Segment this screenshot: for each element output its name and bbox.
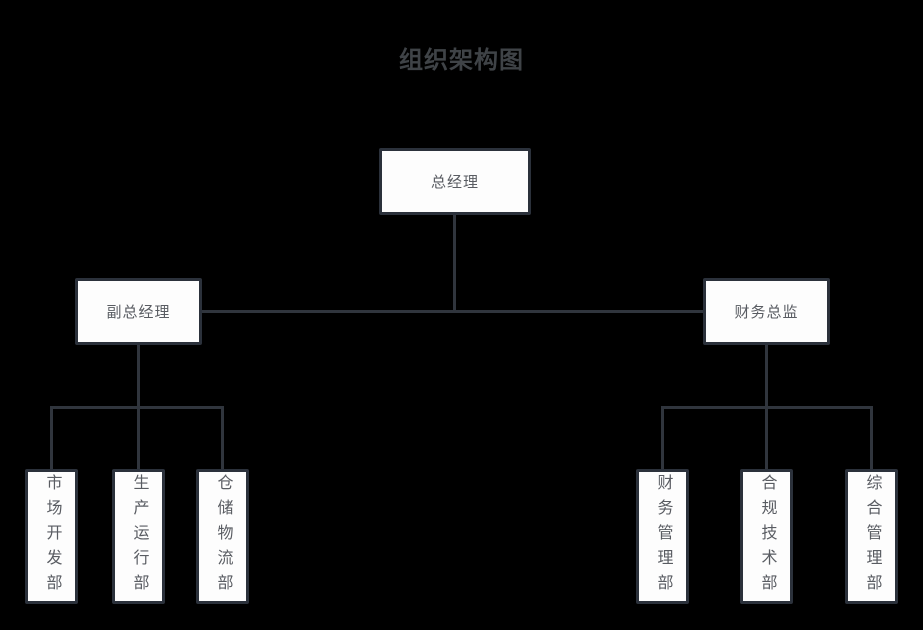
connector-left-dept1-vertical <box>50 406 53 469</box>
node-general-manager[interactable]: 总经理 <box>379 148 531 215</box>
node-dept-compliance-technology[interactable]: 合规技术部 <box>740 469 793 604</box>
node-dept-market-development-label: 市场开发部 <box>43 474 61 599</box>
connector-right-departments-horizontal <box>661 406 873 409</box>
node-dept-financial-management[interactable]: 财务管理部 <box>636 469 689 604</box>
connector-left-departments-horizontal <box>50 406 224 409</box>
node-dept-general-administration-label: 综合管理部 <box>863 474 881 599</box>
node-dept-warehouse-logistics-label: 仓储物流部 <box>214 474 232 599</box>
connector-right-dept3-vertical <box>870 406 873 469</box>
node-finance-director-label: 财务总监 <box>734 304 799 321</box>
node-dept-production-operation[interactable]: 生产运行部 <box>112 469 165 604</box>
page-title: 组织架构图 <box>399 47 524 74</box>
connector-left-dept3-vertical <box>221 406 224 469</box>
node-finance-director[interactable]: 财务总监 <box>703 278 830 345</box>
node-dept-financial-management-label: 财务管理部 <box>654 474 672 599</box>
connector-level2-horizontal <box>202 310 703 313</box>
node-dept-general-administration[interactable]: 综合管理部 <box>845 469 898 604</box>
node-deputy-general-manager[interactable]: 副总经理 <box>75 278 202 345</box>
node-general-manager-label: 总经理 <box>430 174 479 191</box>
node-dept-production-operation-label: 生产运行部 <box>130 474 148 599</box>
node-dept-compliance-technology-label: 合规技术部 <box>758 474 776 599</box>
node-dept-warehouse-logistics[interactable]: 仓储物流部 <box>196 469 249 604</box>
connector-root-vertical <box>453 215 456 311</box>
node-deputy-general-manager-label: 副总经理 <box>106 304 171 321</box>
connector-right-dept1-vertical <box>661 406 664 469</box>
node-dept-market-development[interactable]: 市场开发部 <box>25 469 78 604</box>
